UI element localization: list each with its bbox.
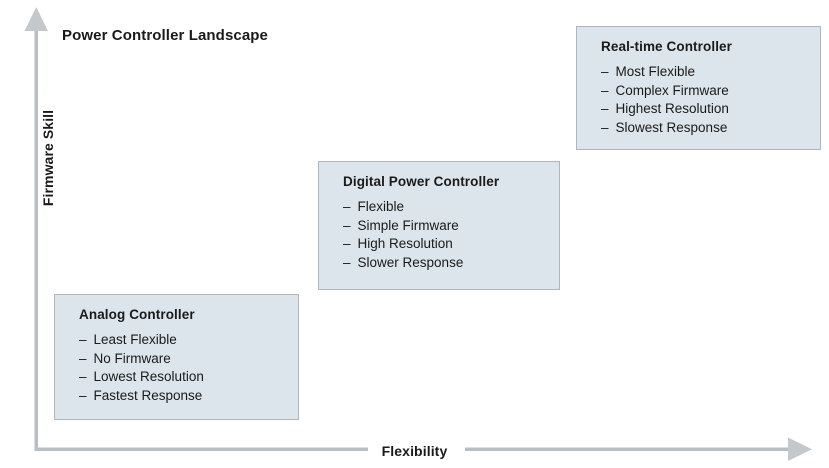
list-item: – Least Flexible [79,331,282,350]
list-item-label: No Firmware [93,350,171,366]
bullet-dash-icon: – [79,387,87,403]
quadrant-box-analog-controller[interactable]: Analog Controller – Least Flexible – No … [54,294,299,420]
bullet-dash-icon: – [343,254,351,270]
quadrant-box-digital-power-controller[interactable]: Digital Power Controller – Flexible – Si… [318,161,560,290]
quadrant-box-real-time-controller[interactable]: Real-time Controller – Most Flexible – C… [576,26,821,150]
y-axis-line [34,26,38,451]
list-item: – Slower Response [343,254,543,273]
box-title-analog: Analog Controller [79,307,195,322]
list-item-label: Simple Firmware [357,217,459,233]
list-item-label: High Resolution [357,236,453,251]
list-item: – Lowest Resolution [79,368,282,387]
list-item-label: Fastest Response [93,387,203,403]
list-item-label: Slower Response [357,254,464,270]
y-axis-label-text: Firmware Skill [40,109,57,207]
y-axis-arrow-icon [24,7,48,31]
box-list-digital: – Flexible – Simple Firmware – High Reso… [343,198,543,272]
page-title: Power Controller Landscape [62,27,268,44]
bullet-dash-icon: – [601,101,609,116]
list-item-label: Complex Firmware [615,82,729,98]
bullet-dash-icon: – [79,332,87,347]
box-title-digital: Digital Power Controller [343,174,500,189]
x-axis-line-left [34,447,382,451]
list-item-label: Lowest Resolution [93,369,204,384]
x-axis-arrow-icon [788,437,812,461]
list-item-label: Slowest Response [615,119,728,135]
list-item: – Most Flexible [601,63,804,82]
list-item: – Slowest Response [601,119,804,138]
list-item: – Fastest Response [79,387,282,406]
list-item-label: Most Flexible [615,64,696,79]
list-item-label: Highest Resolution [615,101,729,116]
bullet-dash-icon: – [79,369,87,384]
list-item-label: Flexible [357,199,405,214]
list-item: – Flexible [343,198,543,217]
bullet-dash-icon: – [601,64,609,79]
bullet-dash-icon: – [343,217,351,233]
bullet-dash-icon: – [79,350,87,366]
y-axis-label: Firmware Skill [0,110,56,206]
list-item: – High Resolution [343,235,543,254]
list-item: – Simple Firmware [343,217,543,236]
bullet-dash-icon: – [601,119,609,135]
x-axis-label: Flexibility [0,443,829,459]
box-title-realtime: Real-time Controller [601,39,733,54]
box-list-analog: – Least Flexible – No Firmware – Lowest … [79,331,282,405]
x-axis-label-text: Flexibility [367,443,462,459]
bullet-dash-icon: – [601,82,609,98]
list-item: – Complex Firmware [601,82,804,101]
list-item-label: Least Flexible [93,332,177,347]
box-list-realtime: – Most Flexible – Complex Firmware – Hig… [601,63,804,137]
x-axis-line-right [465,447,791,451]
bullet-dash-icon: – [343,236,351,251]
list-item: – Highest Resolution [601,100,804,119]
bullet-dash-icon: – [343,199,351,214]
list-item: – No Firmware [79,350,282,369]
